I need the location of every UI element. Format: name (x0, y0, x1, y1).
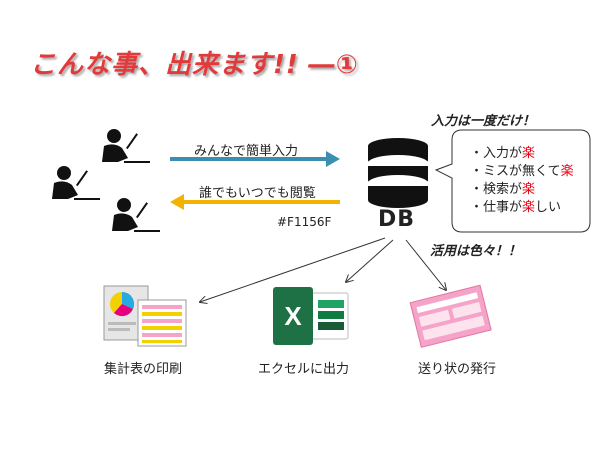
db-label: DB (378, 207, 416, 232)
output-connector (405, 239, 446, 290)
user-laptop-icon (102, 129, 150, 163)
invoice-icon (409, 284, 492, 348)
svg-text:X: X (284, 301, 302, 331)
output-label-report: 集計表の印刷 (104, 362, 183, 377)
callout-title: 入力は一度だけ！ (431, 114, 536, 129)
report-chart-icon (103, 285, 187, 347)
callout-bubble (434, 129, 591, 233)
benefit-item: ・検索が楽 (470, 182, 536, 197)
output-connector (346, 239, 394, 282)
output-label-excel: エクセルに出力 (258, 362, 350, 377)
user-laptop-icon (112, 198, 160, 232)
excel-icon: X (273, 287, 349, 345)
output-connector (200, 237, 386, 302)
usage-title: 活用は色々！！ (430, 244, 522, 259)
output-arrow (170, 194, 340, 210)
color-code-label: #F1156F (277, 215, 332, 229)
output-label-invoice: 送り状の発行 (418, 362, 497, 377)
page-title: こんな事、出来ます!! ―① (30, 50, 359, 80)
input-arrow-label: みんなで簡単入力 (194, 144, 299, 159)
benefit-item: ・ミスが無くて楽 (470, 164, 574, 179)
benefit-item: ・入力が楽 (470, 146, 536, 161)
benefit-item: ・仕事が楽しい (470, 200, 562, 215)
user-laptop-icon (52, 166, 100, 200)
benefit-list: ・入力が楽 ・ミスが無くて楽 ・検索が楽 ・仕事が楽しい (470, 145, 574, 217)
output-arrow-label: 誰でもいつでも閲覧 (199, 186, 316, 201)
database-icon (368, 138, 428, 208)
input-arrow (170, 151, 340, 167)
